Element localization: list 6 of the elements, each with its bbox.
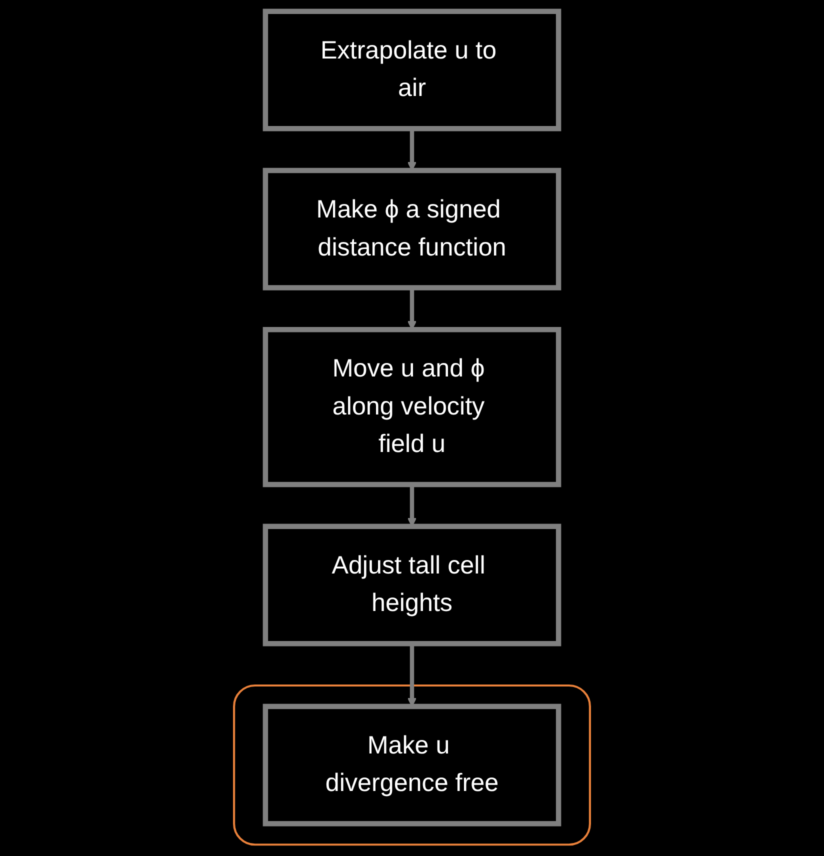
node-box: Move u and ϕ along velocity field u: [262, 326, 562, 488]
node-box: Make u divergence free: [262, 704, 562, 826]
cluster: [233, 684, 591, 846]
node-box: Make ϕ a signed distance function: [262, 168, 562, 290]
node-box: Adjust tall cell heights: [262, 524, 562, 646]
node-box: Extrapolate u to air: [262, 8, 562, 132]
